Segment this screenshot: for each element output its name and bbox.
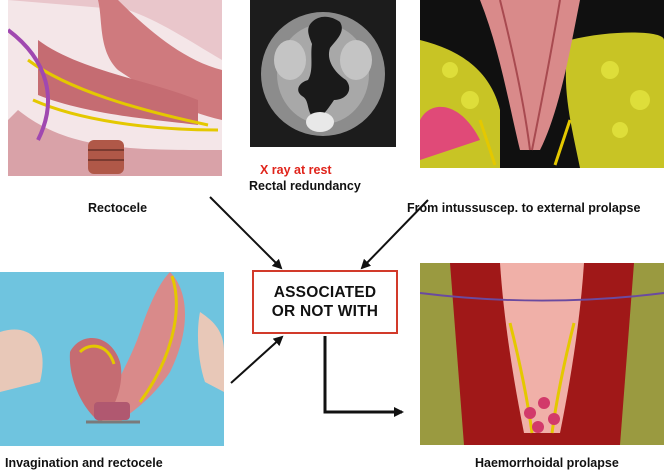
haemorrhoidal-caption: Haemorrhoidal prolapse bbox=[475, 456, 619, 470]
box-line-2: OR NOT WITH bbox=[271, 303, 379, 320]
invagination-caption: Invagination and rectocele bbox=[5, 456, 163, 470]
haemorrhoidal-illustration bbox=[420, 263, 664, 445]
box-line-1: ASSOCIATED bbox=[273, 284, 377, 301]
arrow-from-invagination bbox=[230, 335, 284, 384]
invagination-illustration bbox=[0, 272, 224, 446]
intussusception-illustration bbox=[420, 0, 664, 168]
associated-box: ASSOCIATED OR NOT WITH bbox=[252, 270, 398, 334]
intussusception-caption: From intussuscep. to external prolapse bbox=[407, 201, 641, 215]
rectocele-illustration bbox=[8, 0, 222, 176]
rectocele-caption: Rectocele bbox=[88, 201, 148, 215]
arrow-to-haemorrhoidal bbox=[323, 336, 404, 417]
rectal-redundancy-label: Rectal redundancy bbox=[249, 179, 361, 193]
xray-image bbox=[250, 0, 396, 147]
xray-rest-label: X ray at rest bbox=[260, 163, 332, 177]
arrow-from-rectocele bbox=[209, 196, 283, 270]
